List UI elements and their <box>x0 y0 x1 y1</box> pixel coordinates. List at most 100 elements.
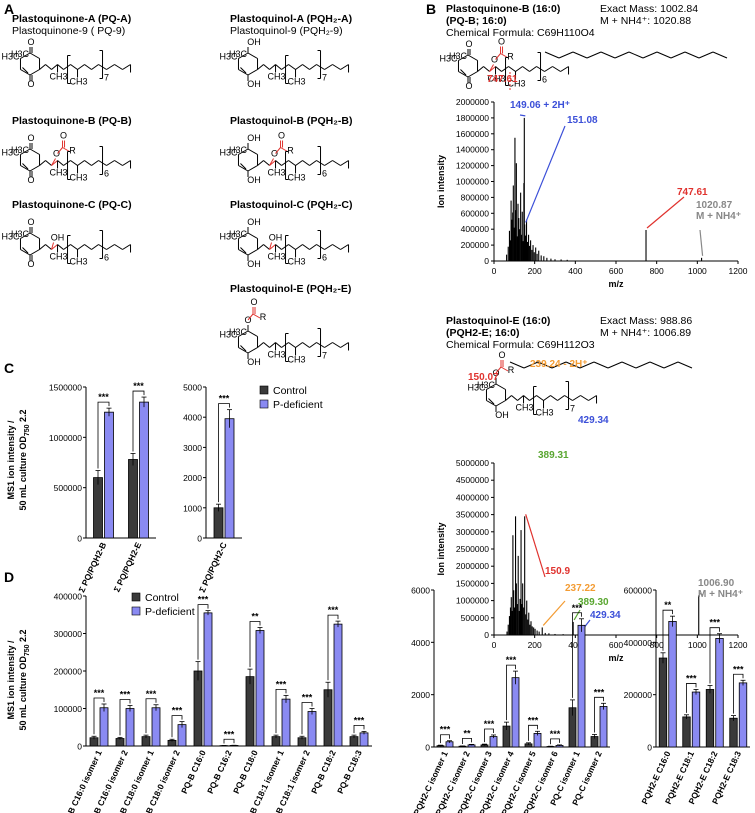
significance-label: *** <box>328 605 339 615</box>
bond <box>57 160 64 166</box>
bond <box>51 64 58 70</box>
bond <box>295 244 303 250</box>
atom-label: CH3 <box>70 173 88 183</box>
atom-label: O <box>27 133 34 143</box>
y-tick-label: 2500000 <box>456 544 489 554</box>
bond <box>332 342 341 348</box>
bar-pdeficient <box>255 630 265 747</box>
ring-bond <box>247 330 258 337</box>
bond <box>302 244 310 250</box>
significance-label: *** <box>302 693 313 703</box>
spectrum1-chart: 0200000400000600000800000100000012000001… <box>436 97 748 289</box>
atom-label: H3C <box>11 229 30 239</box>
bar-control <box>245 676 255 747</box>
y-tick-label: 1000000 <box>49 433 82 443</box>
peak-annotation-adduct: M + NH4⁺ <box>696 211 741 222</box>
bond <box>501 66 509 72</box>
bar-pdeficient <box>99 707 109 747</box>
ring-bond <box>29 52 40 59</box>
spectrum1-name-line2: (PQ-B; 16:0) <box>446 15 507 27</box>
bond <box>106 160 115 166</box>
significance-label: *** <box>686 673 697 683</box>
bond <box>91 64 99 70</box>
x-tick-label: 0 <box>492 640 497 650</box>
atom-label: OH <box>247 79 261 89</box>
bond <box>309 342 317 348</box>
structure-fragment-label: 150.07 <box>468 372 499 383</box>
atom-label: R <box>508 365 515 375</box>
y-axis-label-end: 2.2 <box>18 629 28 644</box>
y-tick-label: 1200000 <box>456 161 489 171</box>
ring-double-bond <box>240 345 247 352</box>
bond <box>70 160 78 166</box>
annotation-leader <box>525 514 546 578</box>
significance-bracket <box>119 699 131 736</box>
ring-bond <box>238 330 249 337</box>
atom-label: OH <box>247 37 261 47</box>
ring-bond <box>29 148 40 155</box>
significance-label: ** <box>463 728 471 738</box>
significance-label: *** <box>594 687 605 697</box>
atom-label: H3C <box>219 330 238 340</box>
bond <box>122 244 131 250</box>
bond <box>114 244 123 250</box>
significance-label: ** <box>251 612 259 622</box>
panel-d-charts: MS1 ion intensity /50 mL culture OD750 2… <box>6 586 750 813</box>
atom-label: OH <box>495 410 509 420</box>
category-label: PQ-B C18:0 <box>231 748 260 795</box>
legend-swatch-control <box>259 385 269 395</box>
bond <box>281 160 289 166</box>
significance-bracket <box>145 698 157 734</box>
atom-label: R <box>507 52 514 62</box>
panel-c-charts: MS1 ion intensity /50 mL culture OD750 2… <box>6 381 323 594</box>
bar-control <box>323 689 333 747</box>
significance-bracket <box>733 673 744 714</box>
bond <box>557 395 565 401</box>
x-axis-label: m/z <box>608 279 624 289</box>
bond <box>45 160 52 166</box>
atom-label: CH3 <box>288 257 306 267</box>
bar-pdeficient <box>668 621 677 748</box>
ring-bond <box>467 54 478 61</box>
bond <box>324 160 333 166</box>
bond <box>580 395 589 401</box>
bond <box>275 342 282 348</box>
ring-bond <box>458 54 469 61</box>
bond <box>275 244 282 250</box>
repeat-count: 7 <box>322 73 327 83</box>
bond <box>302 160 310 166</box>
x-tick-label: 1000 <box>688 640 707 650</box>
y-tick-label: 4000 <box>183 413 202 423</box>
peak-annotation: 237.22 <box>565 583 596 594</box>
significance-bracket <box>218 403 230 503</box>
structure-2: Plastoquinol-A (PQH₂-A)Plastoquinol-9 (P… <box>219 13 352 89</box>
bond <box>572 395 581 401</box>
x-tick-label: 1200 <box>729 266 748 276</box>
significance-bracket <box>353 724 365 734</box>
structure-title: Plastoquinol-C (PQH₂-C) <box>230 199 353 211</box>
ring-double-bond <box>488 398 495 405</box>
atom-label: H3C <box>229 145 248 155</box>
panel-label-b: B <box>426 1 436 17</box>
bond <box>257 64 264 70</box>
y-tick-label: 0 <box>425 743 430 753</box>
acyl-bond <box>698 51 714 59</box>
bar-pdeficient <box>599 706 608 748</box>
category-label: Σ PQ/PQH2-B <box>76 541 108 594</box>
bond <box>340 342 349 348</box>
significance-bracket <box>97 401 110 469</box>
bond <box>316 160 325 166</box>
bond <box>45 64 52 70</box>
ring-bond <box>247 148 258 155</box>
ring-bond <box>238 69 249 76</box>
ring-double-bond <box>240 247 247 254</box>
ring-bond <box>247 52 258 59</box>
x-tick-label: 800 <box>650 640 664 650</box>
ring-double-bond <box>460 69 467 76</box>
structure-title: Plastoquinone-C (PQ-C) <box>12 199 132 211</box>
spectrum2-name-line2: (PQH2-E; 16:0) <box>446 327 520 339</box>
bond <box>560 66 569 72</box>
significance-bracket <box>528 724 538 741</box>
acyl-bond <box>586 51 602 59</box>
